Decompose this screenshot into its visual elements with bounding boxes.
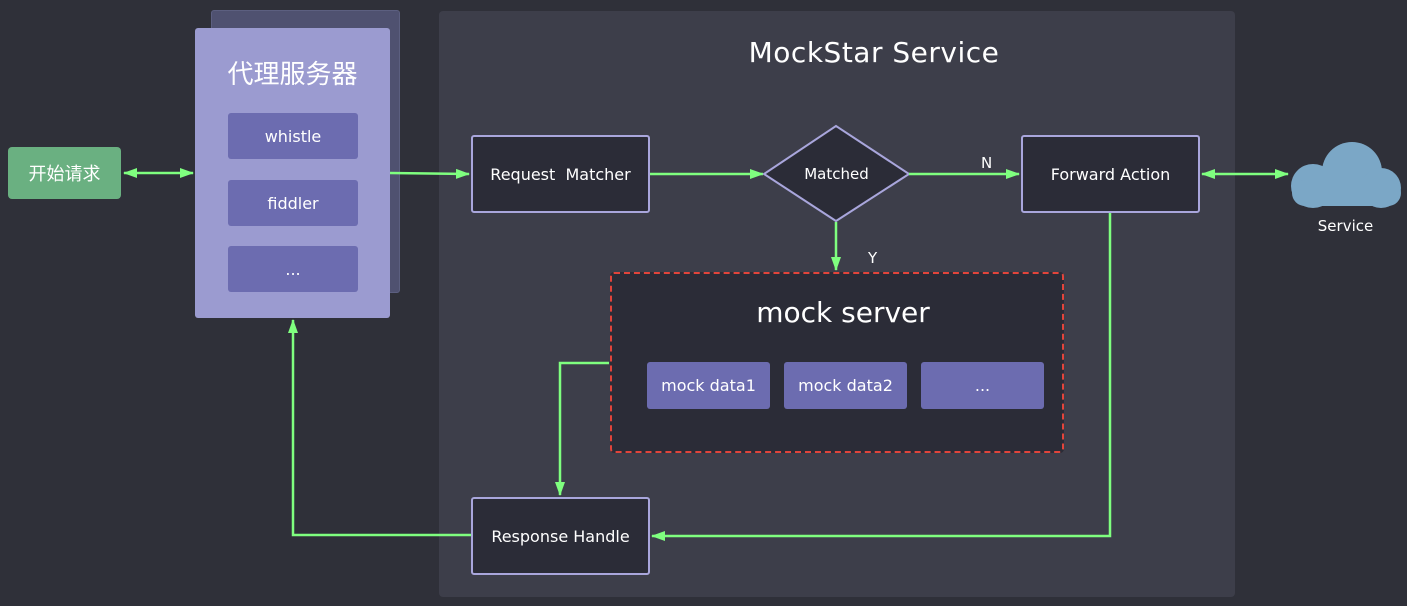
edge-response-proxy: [288, 319, 471, 537]
matched-label: Matched: [804, 165, 869, 183]
cloud-icon: [1291, 142, 1401, 208]
mock-data-item-2: mock data2: [784, 362, 907, 409]
service-label: Service: [1317, 217, 1374, 235]
forward-action-node: Forward Action: [1021, 135, 1200, 213]
proxy-item-more: ...: [228, 246, 358, 292]
mock-data-item-1: mock data1: [647, 362, 770, 409]
matched-decision-diamond: [762, 124, 911, 223]
response-handle-node: Response Handle: [471, 497, 650, 575]
panel-title: MockStar Service: [748, 36, 1000, 69]
request-matcher-node: Request Matcher: [471, 135, 650, 213]
mock-server-title: mock server: [756, 296, 930, 329]
proxy-item-whistle: whistle: [228, 113, 358, 159]
edge-forward-response: [651, 213, 1112, 541]
edge-proxy-matcher: [389, 168, 470, 179]
start-request-node: 开始请求: [8, 147, 121, 199]
edge-mock-response: [555, 361, 609, 496]
edge-label-n: N: [981, 154, 993, 172]
proxy-server-title: 代理服务器: [227, 60, 358, 90]
proxy-item-fiddler: fiddler: [228, 180, 358, 226]
mock-data-item-more: ...: [921, 362, 1044, 409]
edge-label-y: Y: [868, 249, 878, 267]
